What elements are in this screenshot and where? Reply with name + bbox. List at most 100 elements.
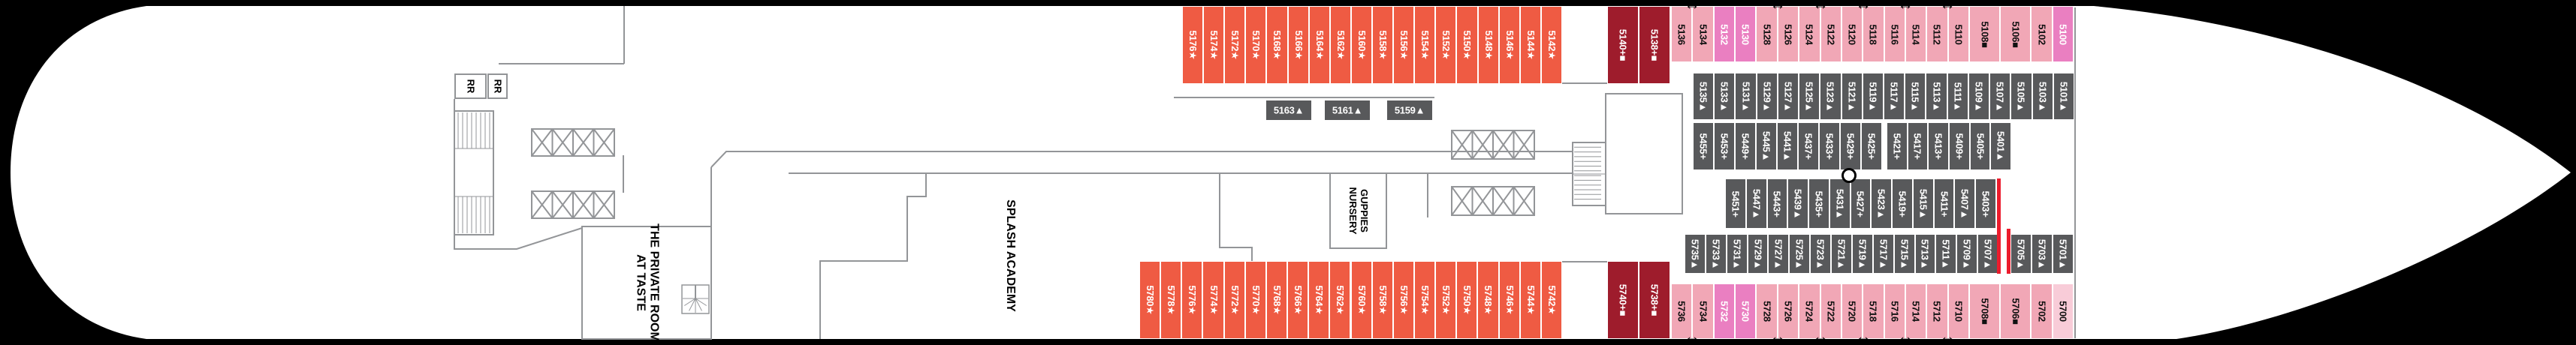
cabin-5136: 5136 <box>1671 6 1693 62</box>
cabin-5766: 5766★ <box>1287 261 1309 339</box>
cabin-5129: 5129▲ <box>1756 73 1778 120</box>
cabin-5744: 5744★ <box>1519 261 1541 339</box>
cabin-5135: 5135▲ <box>1693 73 1715 120</box>
cabin-5176: 5176★ <box>1182 6 1204 84</box>
cabin-5716: 5716 <box>1884 284 1905 339</box>
cabin-5100: 5100 <box>2053 6 2074 62</box>
cabin-5103: 5103▲ <box>2032 73 2053 120</box>
cabin-5720: 5720 <box>1841 284 1863 339</box>
cabin-5146: 5146★ <box>1498 6 1520 84</box>
cabin-5121: 5121▲ <box>1841 73 1863 120</box>
cabin-5780: 5780★ <box>1139 261 1161 339</box>
cabin-5411: 5411+ <box>1933 178 1955 229</box>
stairs-private-room <box>681 284 710 314</box>
cabin-5732: 5732 <box>1713 284 1736 339</box>
cabin-5714: 5714 <box>1905 284 1927 339</box>
cabin-5447: 5447▲ <box>1745 178 1767 229</box>
cabin-5101: 5101▲ <box>2053 73 2074 120</box>
connecting-rooms-arrow-icon: ↔ <box>1684 0 1700 14</box>
cabin-5748: 5748★ <box>1477 261 1499 339</box>
connecting-rooms-arrow-icon: ↔ <box>1812 0 1829 14</box>
fire-zone-divider-bar <box>2007 229 2010 274</box>
cabin-5429: 5429+ <box>1840 122 1861 170</box>
cabin-5113: 5113▲ <box>1926 73 1947 120</box>
cabin-5142: 5142★ <box>1540 6 1562 84</box>
stairs-midship <box>1572 142 1606 206</box>
connecting-rooms-arrow-icon: ↔ <box>1769 0 1786 14</box>
cabin-number: 5161▲ <box>1332 104 1363 116</box>
cabin-5144: 5144★ <box>1519 6 1541 84</box>
cabin-5734: 5734 <box>1692 284 1714 339</box>
cabin-5110: 5110 <box>1947 6 1970 62</box>
cabin-5724: 5724 <box>1799 284 1820 339</box>
cabin-5118: 5118 <box>1863 6 1884 62</box>
cabin-5710: 5710 <box>1947 284 1970 339</box>
guppies-nursery-outline <box>1329 172 1387 249</box>
cabin-5423: 5423▲ <box>1871 178 1893 229</box>
cabin-5112: 5112 <box>1926 6 1948 62</box>
cabin-5159: 5159▲ <box>1386 100 1433 121</box>
cabin-5166: 5166★ <box>1287 6 1309 84</box>
connecting-rooms-arrow-icon: ↔ <box>1897 328 1914 345</box>
cabin-5124: 5124 <box>1799 6 1820 62</box>
cabin-5119: 5119▲ <box>1862 73 1884 120</box>
cabin-5172: 5172★ <box>1224 6 1246 84</box>
cabin-5125: 5125▲ <box>1799 73 1820 120</box>
cabin-5764: 5764★ <box>1308 261 1330 339</box>
cabin-5756: 5756★ <box>1392 261 1414 339</box>
cabin-5131: 5131▲ <box>1735 73 1757 120</box>
cabin-5130: 5130 <box>1735 6 1757 62</box>
connecting-rooms-arrow-icon: ↔ <box>1897 0 1914 14</box>
connecting-rooms-arrow-icon: ↔ <box>1939 0 1956 14</box>
cabin-5160: 5160★ <box>1350 6 1372 84</box>
cabin-5742: 5742★ <box>1540 261 1562 339</box>
cabin-5425: 5425+ <box>1861 122 1882 170</box>
elevators-and-stairs <box>454 110 1606 314</box>
cabin-5700: 5700 <box>2053 284 2074 339</box>
cabin-5116: 5116 <box>1884 6 1905 62</box>
cabin-5746: 5746★ <box>1498 261 1520 339</box>
cabin-5760: 5760★ <box>1350 261 1372 339</box>
restroom-2: RR <box>487 74 508 99</box>
cabin-5405: 5405+ <box>1969 122 1991 170</box>
cabin-5702: 5702 <box>2031 284 2053 339</box>
cabin-5413: 5413+ <box>1928 122 1949 170</box>
cabin-5754: 5754★ <box>1413 261 1436 339</box>
cabin-5713: 5713▲ <box>1914 234 1936 274</box>
cabin-5711: 5711▲ <box>1935 234 1957 274</box>
cabin-5107: 5107▲ <box>1989 73 2011 120</box>
cabin-5717: 5717▲ <box>1872 234 1894 274</box>
cabin-5735: 5735▲ <box>1685 234 1706 274</box>
cabin-5437: 5437+ <box>1798 122 1819 170</box>
cabin-5154: 5154★ <box>1414 6 1436 84</box>
cabin-5108: 5108■ <box>1969 6 2000 62</box>
restroom-label: RR <box>492 79 503 94</box>
cabin-5721: 5721▲ <box>1831 234 1852 274</box>
cabin-5715: 5715▲ <box>1893 234 1915 274</box>
cabin-5174: 5174★ <box>1203 6 1225 84</box>
connecting-rooms-arrow-icon: ↔ <box>1769 328 1786 345</box>
cabin-5419: 5419+ <box>1892 178 1913 229</box>
cabin-5449: 5449+ <box>1735 122 1756 170</box>
cabin-5415: 5415▲ <box>1912 178 1934 229</box>
cabin-5140: 5140+■ <box>1607 6 1639 84</box>
connecting-rooms-arrow-icon: ↔ <box>1812 328 1829 345</box>
private-room-label: THE PRIVATE ROOM AT TASTE <box>634 224 661 342</box>
cabin-5770: 5770★ <box>1244 261 1266 339</box>
restroom-1: RR <box>454 74 487 99</box>
cabin-5706: 5706■ <box>2000 284 2031 339</box>
cabin-5170: 5170★ <box>1245 6 1267 84</box>
cabin-5776: 5776★ <box>1181 261 1203 339</box>
connecting-rooms-arrow-icon: ↔ <box>1939 328 1956 345</box>
fire-zone-divider-bar <box>1997 178 2001 274</box>
cabin-5443: 5443+ <box>1766 178 1788 229</box>
cabin-5152: 5152★ <box>1435 6 1457 84</box>
cabin-5718: 5718 <box>1863 284 1884 339</box>
cabin-5102: 5102 <box>2031 6 2053 62</box>
cabin-5407: 5407▲ <box>1954 178 1976 229</box>
cabin-5719: 5719▲ <box>1851 234 1873 274</box>
guppies-nursery-label: GUPPIES NURSERY <box>1347 187 1370 235</box>
elevator-bank <box>531 190 615 219</box>
